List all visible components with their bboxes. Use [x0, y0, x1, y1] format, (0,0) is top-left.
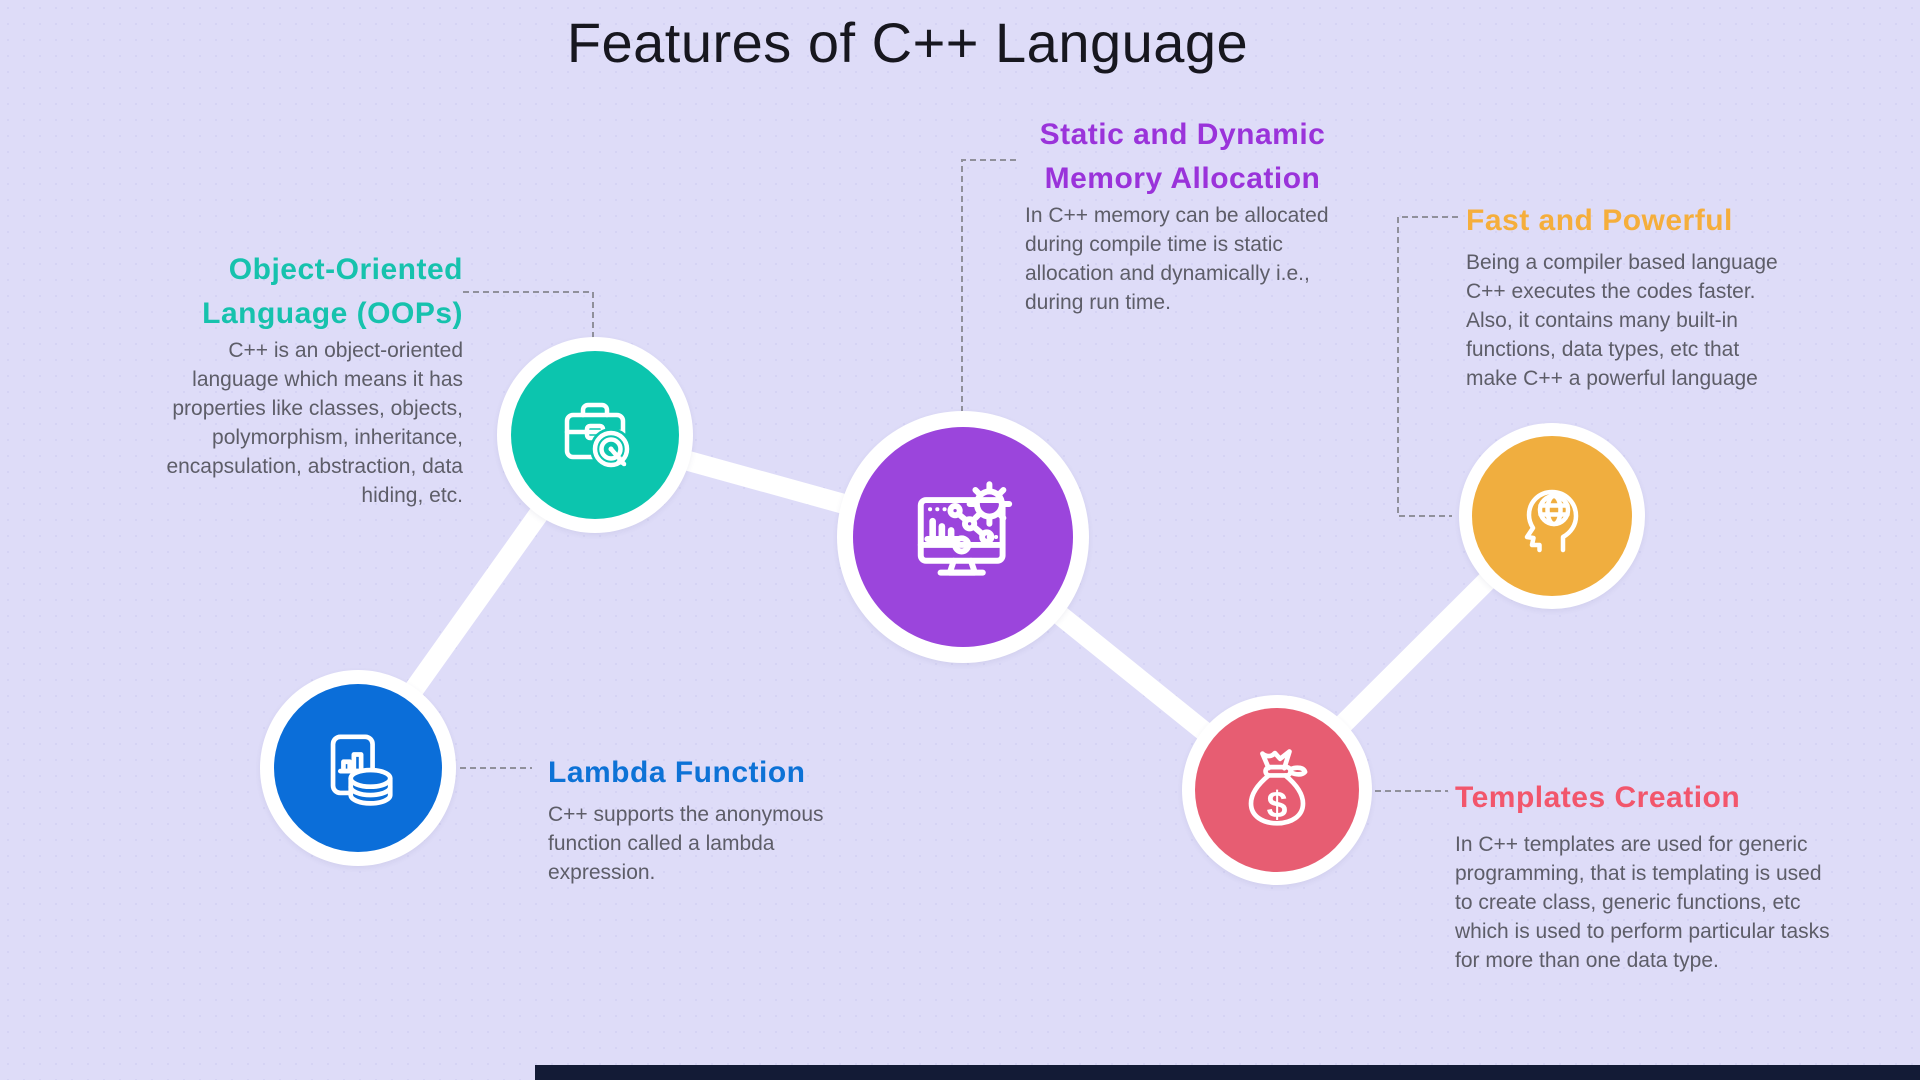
feature-body-memory: In C++ memory can be allocated during co…	[1025, 204, 1329, 314]
feature-circle-fast	[1472, 436, 1632, 596]
svg-text:$: $	[1267, 783, 1288, 825]
feature-body-oop: C++ is an object-oriented language which…	[166, 339, 463, 507]
dashed-connector-memory	[961, 159, 1016, 412]
feature-circle-oop	[511, 351, 679, 519]
feature-block-memory: Static and Dynamic Memory Allocation In …	[1010, 113, 1355, 317]
feature-node-oop	[497, 337, 693, 533]
feature-heading-memory: Static and Dynamic Memory Allocation	[1039, 118, 1326, 195]
monitor-analytics-gear-icon	[917, 481, 1013, 576]
feature-heading-fast: Fast and Powerful	[1466, 204, 1733, 237]
feature-body-fast: Being a compiler based language C++ exec…	[1466, 251, 1778, 390]
feature-circle-templates: $	[1195, 708, 1359, 872]
feature-node-lambda	[260, 670, 456, 866]
feature-block-fast: Fast and Powerful Being a compiler based…	[1466, 199, 1818, 393]
feature-block-templates: Templates Creation In C++ templates are …	[1455, 776, 1900, 975]
feature-block-oop: Object-Oriented Language (OOPs) C++ is a…	[85, 248, 463, 510]
briefcase-target-icon	[564, 402, 632, 470]
head-globe-icon	[1524, 489, 1579, 553]
bottom-bar	[535, 1065, 1920, 1080]
page-title: Features of C++ Language	[566, 11, 1249, 74]
feature-body-lambda: C++ supports the anonymous function call…	[548, 803, 824, 884]
tablet-chart-database-icon	[330, 734, 393, 806]
feature-heading-oop: Object-Oriented Language (OOPs)	[202, 253, 463, 330]
feature-node-templates: $	[1182, 695, 1372, 885]
feature-circle-lambda	[274, 684, 442, 852]
feature-node-memory	[837, 411, 1089, 663]
feature-heading-templates: Templates Creation	[1455, 781, 1741, 814]
feature-circle-memory	[853, 427, 1073, 647]
feature-block-lambda: Lambda Function C++ supports the anonymo…	[548, 751, 878, 887]
dashed-connector-fast	[1397, 216, 1458, 517]
dashed-connector-oop	[463, 291, 594, 340]
feature-heading-lambda: Lambda Function	[548, 756, 806, 789]
feature-body-templates: In C++ templates are used for generic pr…	[1455, 833, 1830, 972]
money-bag-icon: $	[1248, 749, 1308, 826]
feature-node-fast	[1459, 423, 1645, 609]
